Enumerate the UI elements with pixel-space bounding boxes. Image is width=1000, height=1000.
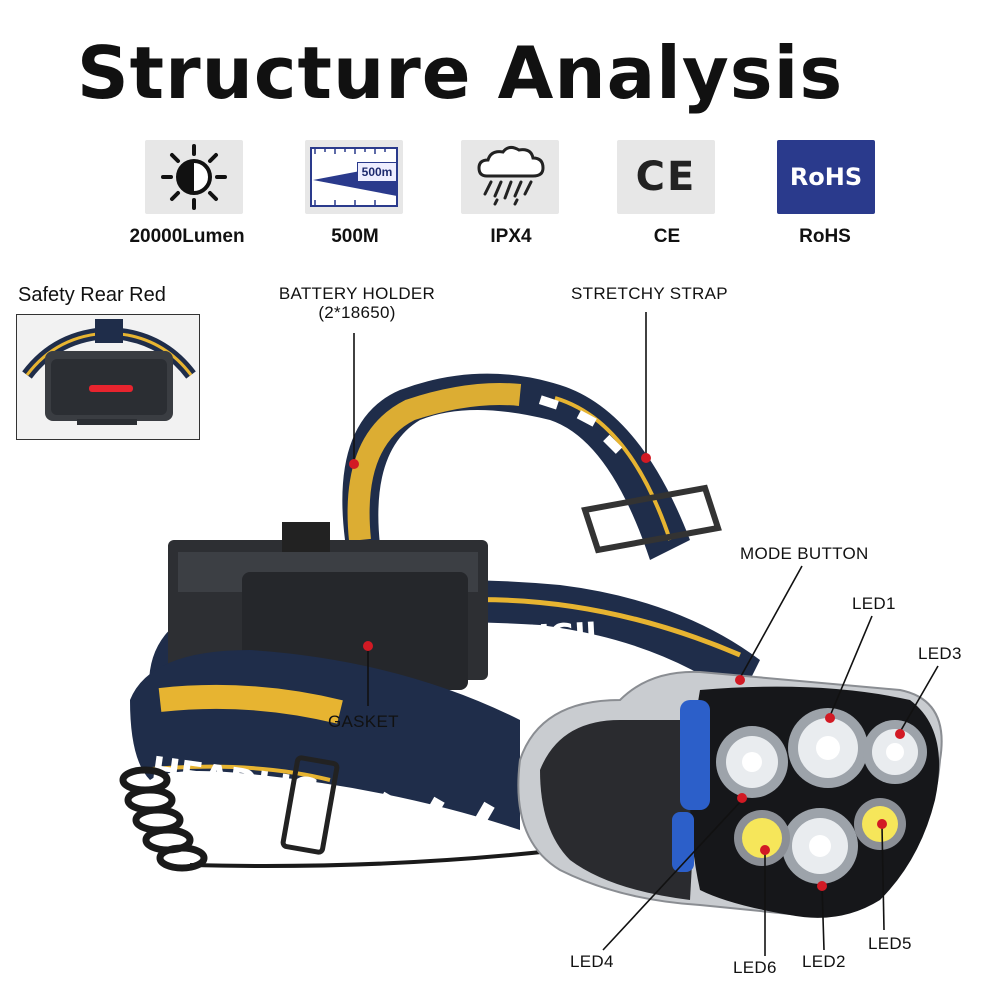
feature-label: CE — [653, 226, 681, 247]
lamp-housing — [517, 670, 943, 917]
feature-label: IPX4 — [490, 226, 532, 247]
sun-icon — [145, 140, 243, 214]
callout-markers — [349, 453, 905, 891]
callout-label: BATTERY HOLDER — [278, 284, 436, 303]
ce-mark-icon: CE — [617, 140, 715, 214]
gasket — [242, 572, 468, 690]
callout-battery-holder: BATTERY HOLDER (2*18650) — [272, 284, 442, 322]
lamp-face — [690, 686, 940, 918]
battery-holder — [168, 540, 488, 680]
inset-label: Safety Rear Red — [18, 284, 166, 306]
range-badge: 500m — [357, 162, 397, 182]
callout-led4: LED4 — [570, 952, 614, 971]
page-title: Structure Analysis — [76, 31, 844, 115]
front-strap — [130, 650, 520, 830]
callout-led6: LED6 — [733, 958, 777, 977]
callout-sublabel: (2*18650) — [318, 303, 396, 322]
rohs-mark-icon: RoHS — [777, 140, 875, 214]
callout-stretchy-strap: STRETCHY STRAP — [571, 284, 728, 303]
callout-led1: LED1 — [852, 594, 896, 613]
rain-cloud-icon — [461, 140, 559, 214]
distance-beam-icon: 500m — [305, 140, 403, 214]
svg-text:HEADLIG: HEADLIG — [149, 749, 321, 812]
callout-led2: LED2 — [802, 952, 846, 971]
feature-label: 20000Lumen — [129, 226, 245, 247]
ce-mark: CE — [635, 154, 697, 200]
svg-text:THGIL: THGIL — [504, 616, 606, 656]
callout-gasket: GASKET — [328, 712, 399, 731]
feature-label: 500M — [331, 226, 379, 247]
callout-led3: LED3 — [918, 644, 962, 663]
led-cluster — [716, 708, 927, 884]
callout-led5: LED5 — [868, 934, 912, 953]
top-strap — [342, 373, 690, 560]
rear-light-inset — [16, 314, 200, 440]
feature-label: RoHS — [799, 226, 851, 247]
callout-mode-button: MODE BUTTON — [740, 544, 869, 563]
rohs-mark: RoHS — [789, 163, 863, 191]
